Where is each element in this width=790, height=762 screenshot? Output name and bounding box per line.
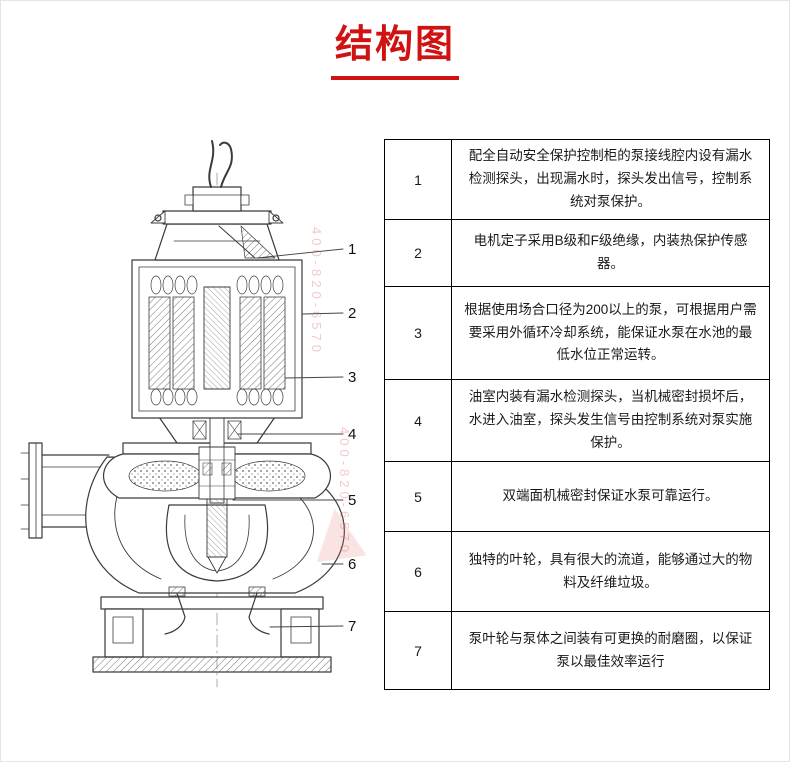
table-row: 7 泵叶轮与泵体之间装有可更换的耐磨圈，以保证泵以最佳效率运行 xyxy=(384,611,770,690)
part-number: 6 xyxy=(384,531,452,612)
table-row: 5 双端面机械密封保证水泵可靠运行。 xyxy=(384,461,770,532)
parts-table: 1 配全自动安全保护控制柜的泵接线腔内设有漏水检测探头，出现漏水时，探头发出信号… xyxy=(384,139,770,690)
part-description: 泵叶轮与泵体之间装有可更换的耐磨圈，以保证泵以最佳效率运行 xyxy=(451,611,770,690)
part-number: 5 xyxy=(384,461,452,532)
stator-windings xyxy=(148,275,286,406)
wear-ring xyxy=(168,586,186,597)
title-underline xyxy=(331,76,459,80)
connection-chamber xyxy=(154,210,280,261)
part-description: 电机定子采用B级和F级绝缘，内装热保护传感器。 xyxy=(451,219,770,287)
page-title: 结构图 xyxy=(334,24,455,66)
part-number: 7 xyxy=(384,611,452,690)
part-description: 配全自动安全保护控制柜的泵接线腔内设有漏水检测探头，出现漏水时，探头发出信号，控… xyxy=(451,139,770,220)
base-stand xyxy=(92,596,332,673)
power-cable xyxy=(208,140,233,188)
part-description: 双端面机械密封保证水泵可靠运行。 xyxy=(451,461,770,532)
junction-box xyxy=(184,186,250,212)
rotor xyxy=(203,286,231,390)
lifting-lugs xyxy=(150,210,284,224)
page-header: 结构图 xyxy=(1,1,789,80)
pump-structure-diagram: 1 2 3 4 5 6 7 400-820-6570 400-820-6570 … xyxy=(7,127,386,719)
callout-numbers: 1 2 3 4 5 6 7 xyxy=(348,241,356,635)
table-row: 2 电机定子采用B级和F级绝缘，内装热保护传感器。 xyxy=(384,219,770,287)
part-description: 根据使用场合口径为200以上的泵，可根据用户需要采用外循环冷却系统，能保证水泵在… xyxy=(451,286,770,380)
callout-number-3: 3 xyxy=(348,369,356,386)
callout-number-4: 4 xyxy=(348,426,356,443)
part-description: 油室内装有漏水检测探头，当机械密封损坏后，水进入油室，探头发生信号由控制系统对泵… xyxy=(451,379,770,462)
mechanical-seal xyxy=(198,446,236,500)
callout-number-2: 2 xyxy=(348,305,356,322)
table-row: 1 配全自动安全保护控制柜的泵接线腔内设有漏水检测探头，出现漏水时，探头发出信号… xyxy=(384,139,770,220)
callout-number-7: 7 xyxy=(348,618,356,635)
table-row: 3 根据使用场合口径为200以上的泵，可根据用户需要采用外循环冷却系统，能保证水… xyxy=(384,286,770,380)
callout-leader-lines xyxy=(232,248,344,628)
pump-cross-section-drawing: 1 2 3 4 5 6 7 xyxy=(20,140,356,688)
part-number: 1 xyxy=(384,139,452,220)
wear-ring xyxy=(248,586,266,597)
table-row: 6 独特的叶轮，具有很大的流道，能够通过大的物料及纤维垃圾。 xyxy=(384,531,770,612)
pump-drawing-lines xyxy=(20,140,345,688)
part-number: 2 xyxy=(384,219,452,287)
impeller-hub xyxy=(206,498,228,574)
table-row: 4 油室内装有漏水检测探头，当机械密封损坏后，水进入油室，探头发生信号由控制系统… xyxy=(384,379,770,462)
callout-number-6: 6 xyxy=(348,556,356,573)
part-number: 4 xyxy=(384,379,452,462)
callout-number-1: 1 xyxy=(348,241,356,258)
callout-number-5: 5 xyxy=(348,492,356,509)
part-number: 3 xyxy=(384,286,452,380)
discharge-flange xyxy=(20,442,130,539)
part-description: 独特的叶轮，具有很大的流道，能够通过大的物料及纤维垃圾。 xyxy=(451,531,770,612)
suction-bellmouth xyxy=(164,586,270,635)
